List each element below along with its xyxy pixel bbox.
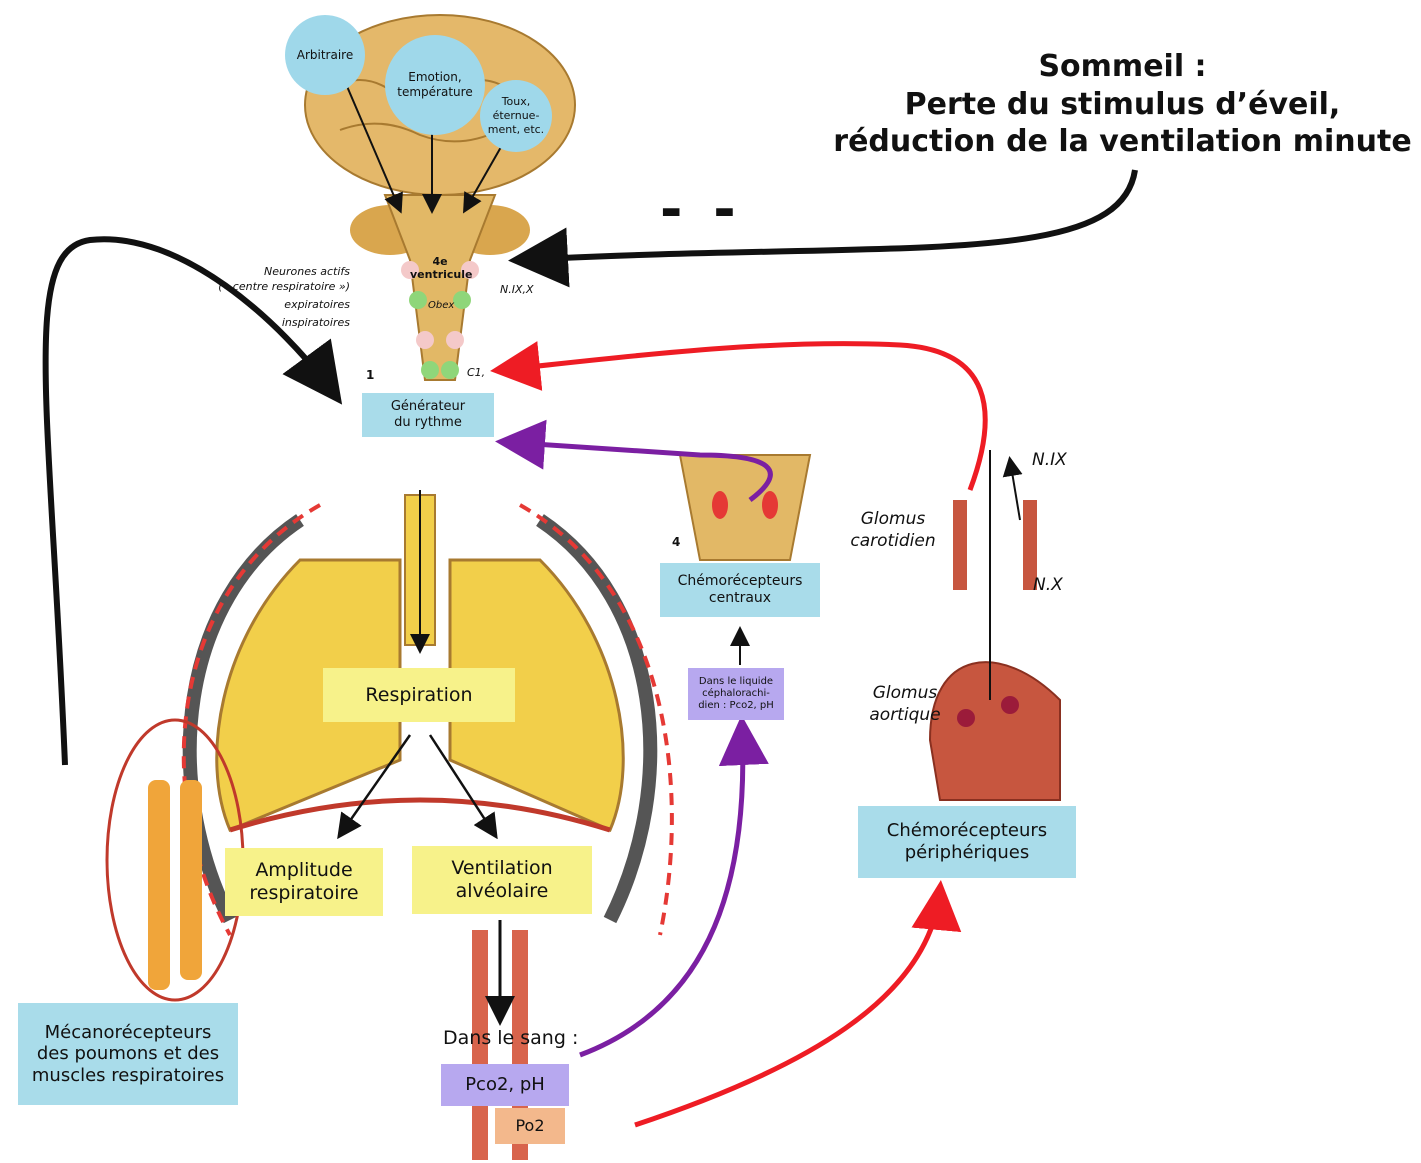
bubble-emotion: Emotion, température: [385, 35, 485, 135]
box-lcr: Dans le liquide céphalorachi- dien : Pco…: [688, 668, 784, 720]
sleep-arrow: [520, 170, 1135, 260]
box-generateur: Générateur du rythme: [362, 393, 494, 437]
bubble-arbitraire: Arbitraire: [285, 15, 365, 95]
label-c1: C1,: [467, 366, 485, 379]
box-mecano: Mécanorécepteurs des poumons et des musc…: [18, 1003, 238, 1105]
label-glomus-aortique: Glomus aortique: [855, 682, 955, 726]
label-inspiratoires: inspiratoires: [262, 316, 350, 329]
label-obex: Obex: [428, 300, 454, 311]
label-glomus-carotidien: Glomus carotidien: [838, 508, 948, 552]
label-sang: Dans le sang :: [443, 1027, 578, 1049]
label-num4: 4: [672, 535, 680, 549]
label-nx: N.X: [1033, 575, 1063, 595]
sleep-title: Sommeil :: [830, 48, 1415, 86]
bubble-toux: Toux, éternue- ment, etc.: [480, 80, 552, 152]
sleep-title-block: Sommeil : Perte du stimulus d’éveil, réd…: [830, 48, 1415, 161]
nix-arrow: [1010, 460, 1020, 520]
label-nix: N.IX: [1032, 450, 1067, 470]
label-ventricule: 4e ventricule: [410, 255, 470, 281]
central-chemoreceptor-illustration: [680, 455, 810, 560]
label-nerves: N.IX,X: [500, 283, 534, 296]
label-num1: 1: [366, 368, 374, 382]
box-respiration: Respiration: [323, 668, 515, 722]
label-expiratoires: expiratoires: [270, 298, 350, 311]
box-ventilation: Ventilation alvéolaire: [412, 846, 592, 914]
box-chemo-central: Chémorécepteurs centraux: [660, 563, 820, 617]
box-po2: Po2: [495, 1108, 565, 1144]
sleep-line1: Perte du stimulus d’éveil,: [830, 86, 1415, 124]
minus-signs: - -: [660, 178, 742, 241]
box-pco2: Pco2, pH: [441, 1064, 569, 1106]
label-neurones: Neurones actifs (« centre respiratoire »…: [190, 265, 350, 295]
peripheral-chemoreceptor-illustration: [930, 450, 1060, 800]
sleep-line2: réduction de la ventilation minute: [830, 123, 1415, 161]
box-amplitude: Amplitude respiratoire: [225, 848, 383, 916]
mechanoreceptor-illustration: [107, 720, 243, 1000]
blood-to-peripheral-arrow: [635, 890, 940, 1125]
box-chemo-periph: Chémorécepteurs périphériques: [858, 806, 1076, 878]
